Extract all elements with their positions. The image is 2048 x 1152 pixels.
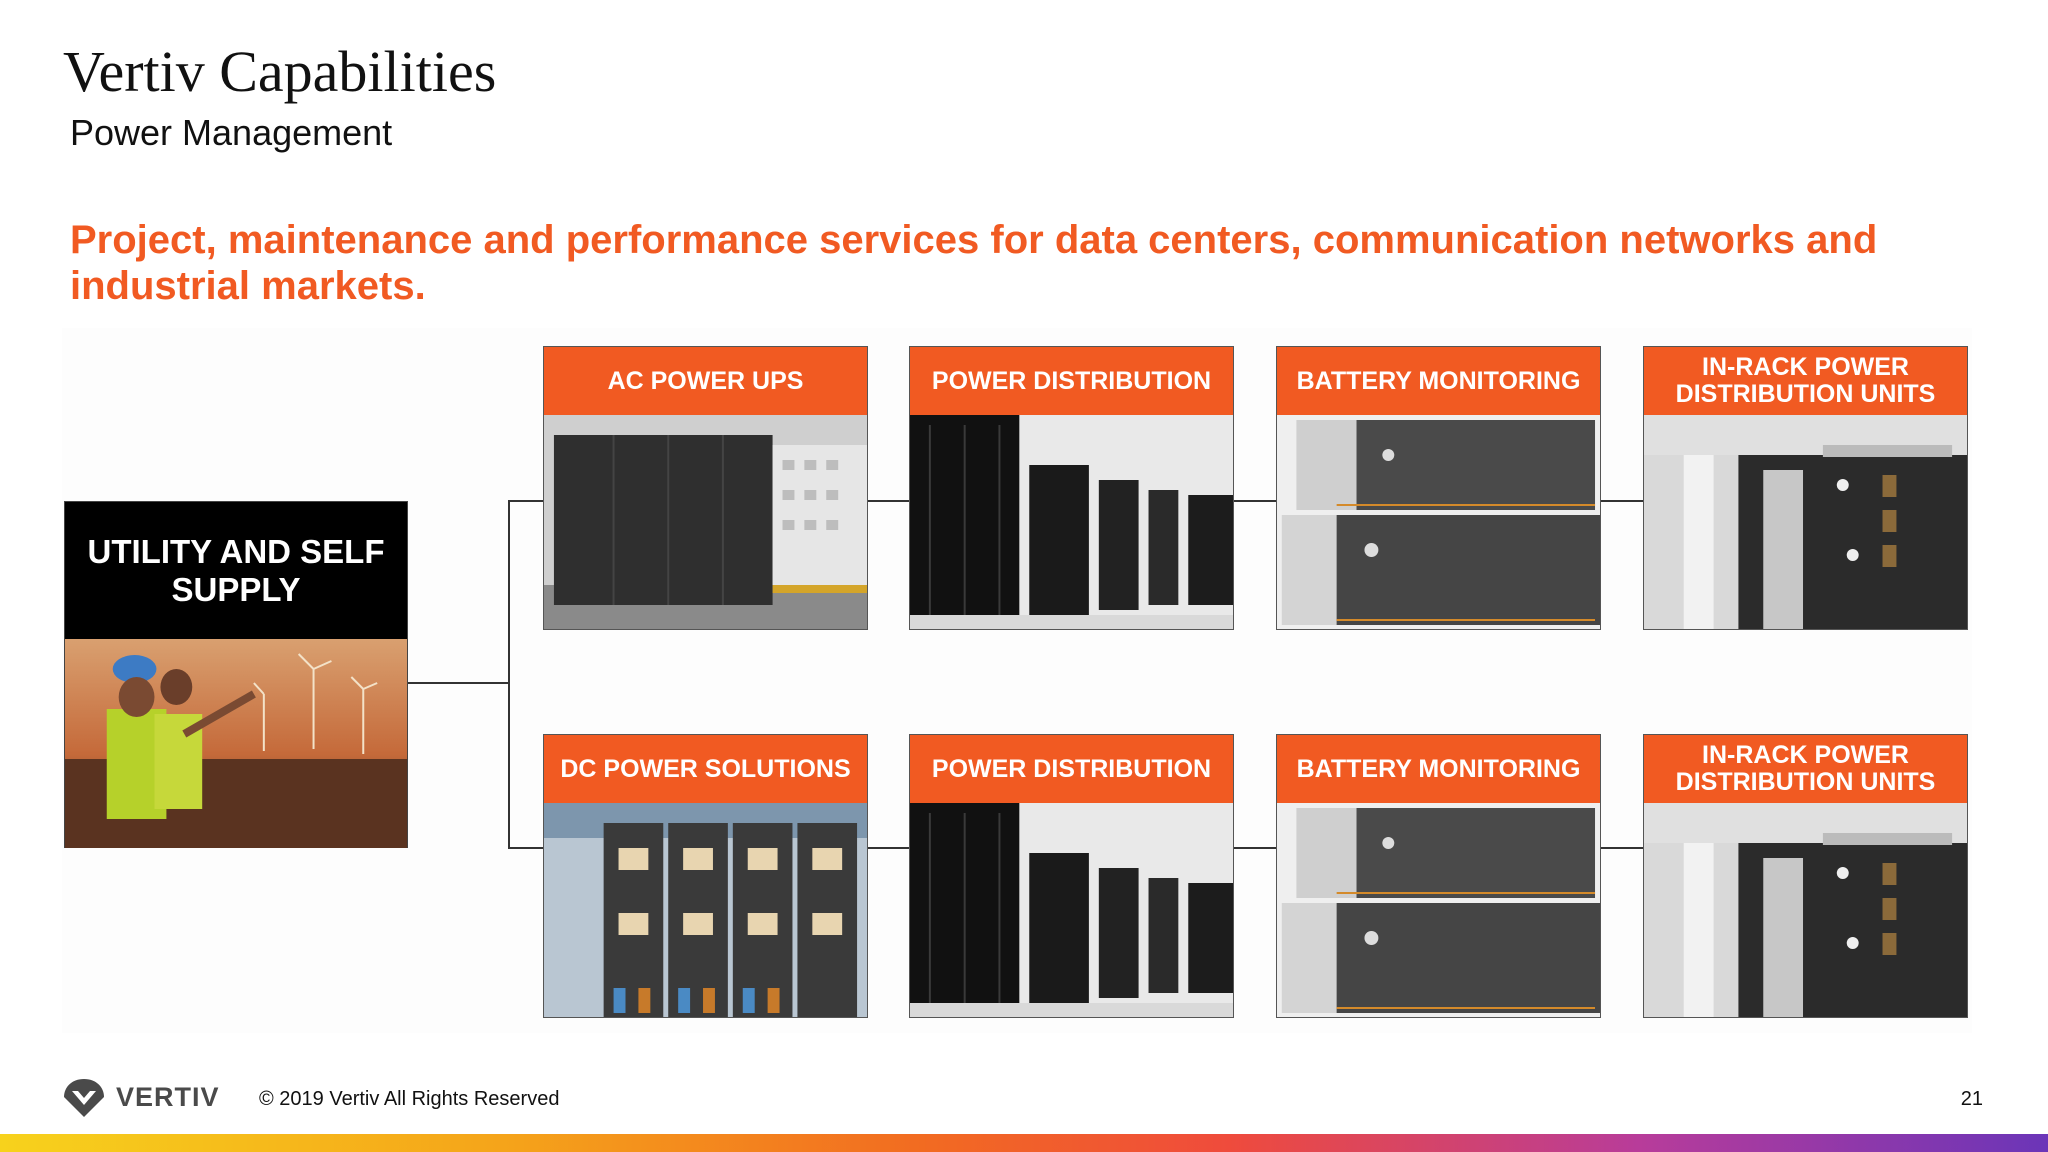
card-label: IN-RACK POWER DISTRIBUTION UNITS	[1644, 347, 1967, 415]
card-label: BATTERY MONITORING	[1277, 347, 1600, 415]
source-photo	[65, 639, 407, 848]
card-label: BATTERY MONITORING	[1277, 735, 1600, 803]
brand-gradient-bar	[0, 1134, 2048, 1152]
card-label: POWER DISTRIBUTION	[910, 347, 1233, 415]
rack-pdu-image	[1644, 803, 1967, 1017]
copyright: © 2019 Vertiv All Rights Reserved	[259, 1088, 560, 1110]
dc-power-cabinets-image	[544, 803, 867, 1017]
connector-r1-b	[1232, 500, 1277, 502]
connector-r2-b	[1232, 847, 1277, 849]
server-racks-image	[910, 803, 1233, 1017]
slide-title: Vertiv Capabilities	[63, 39, 497, 104]
card-ac-power-ups: AC POWER UPS	[543, 346, 868, 630]
logo-text: VERTIV	[116, 1081, 220, 1112]
card-dc-power-solutions: DC POWER SOLUTIONS	[543, 734, 868, 1018]
server-racks-image	[910, 415, 1233, 629]
source-utility-self-supply: UTILITY AND SELF SUPPLY	[64, 501, 408, 848]
vertiv-monitoring-units-image	[1277, 803, 1600, 1017]
connector-r2-a	[867, 847, 910, 849]
card-in-rack-pdu-2: IN-RACK POWER DISTRIBUTION UNITS	[1643, 734, 1968, 1018]
card-label: DC POWER SOLUTIONS	[544, 735, 867, 803]
card-label: AC POWER UPS	[544, 347, 867, 415]
card-battery-monitoring-2: BATTERY MONITORING	[1276, 734, 1601, 1018]
source-label: UTILITY AND SELF SUPPLY	[87, 532, 385, 608]
connector-vertical	[508, 500, 510, 849]
page-number: 21	[1960, 1088, 1983, 1110]
headline: Project, maintenance and performance ser…	[70, 218, 1878, 308]
card-label: POWER DISTRIBUTION	[910, 735, 1233, 803]
connector-r1-a	[867, 500, 910, 502]
connector-row2	[508, 847, 544, 849]
connector-source	[408, 682, 509, 684]
ups-cabinets-image	[544, 415, 867, 629]
connector-row1	[508, 500, 544, 502]
vertiv-logo: VERTIV	[62, 1075, 220, 1119]
rack-pdu-image	[1644, 415, 1967, 629]
connector-r2-c	[1599, 847, 1644, 849]
card-power-distribution-2: POWER DISTRIBUTION	[909, 734, 1234, 1018]
slide-subtitle: Power Management	[70, 112, 393, 153]
connector-r1-c	[1599, 500, 1644, 502]
vertiv-mark-icon	[64, 1079, 104, 1117]
card-in-rack-pdu-1: IN-RACK POWER DISTRIBUTION UNITS	[1643, 346, 1968, 630]
card-power-distribution-1: POWER DISTRIBUTION	[909, 346, 1234, 630]
card-battery-monitoring-1: BATTERY MONITORING	[1276, 346, 1601, 630]
card-label: IN-RACK POWER DISTRIBUTION UNITS	[1644, 735, 1967, 803]
vertiv-monitoring-units-image	[1277, 415, 1600, 629]
